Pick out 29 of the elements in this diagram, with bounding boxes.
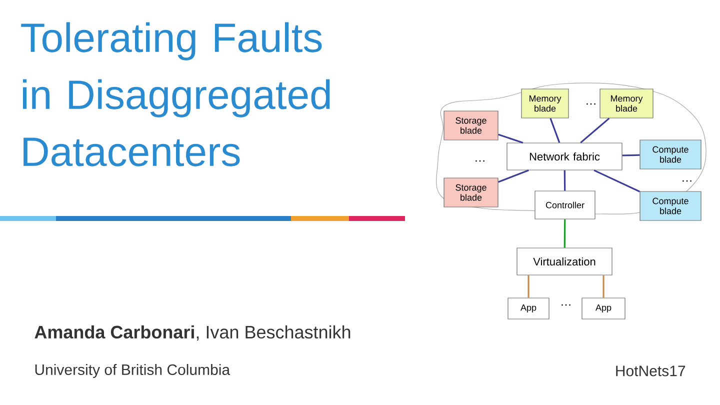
component-box: Controller xyxy=(534,190,596,220)
component-box: Network fabric xyxy=(506,142,622,170)
component-box: Memory blade xyxy=(521,88,569,118)
connector-line xyxy=(550,118,560,143)
connector-line xyxy=(602,275,604,298)
connector-line xyxy=(528,275,530,298)
ellipsis-mark: … xyxy=(562,304,570,306)
connector-line xyxy=(564,219,566,248)
component-box: Memory blade xyxy=(600,88,654,118)
connector-line xyxy=(564,170,566,191)
ellipsis-mark: … xyxy=(476,160,484,162)
component-box: Virtualization xyxy=(516,248,612,276)
component-box: Storage blade xyxy=(444,178,498,208)
component-box: Compute blade xyxy=(640,191,702,221)
component-box: App xyxy=(508,298,550,320)
component-box: App xyxy=(582,298,626,320)
connector-line xyxy=(498,134,524,144)
affiliation-text: University of British Columbia xyxy=(35,364,230,378)
ellipsis-mark: … xyxy=(682,180,692,182)
slide-title: Tolerating Faults in Disaggregated Datacenters xyxy=(21,22,330,166)
component-box: Compute blade xyxy=(640,140,702,170)
ellipsis-mark: … xyxy=(586,103,596,105)
author-names: Amanda Carbonari, Ivan Beschastnikh xyxy=(34,325,350,341)
connector-line xyxy=(498,170,529,183)
connector-line xyxy=(580,118,610,144)
connector-line xyxy=(622,154,640,156)
venue-text: HotNets17 xyxy=(616,366,686,376)
connector-line xyxy=(594,170,640,192)
component-box: Storage blade xyxy=(444,110,498,140)
